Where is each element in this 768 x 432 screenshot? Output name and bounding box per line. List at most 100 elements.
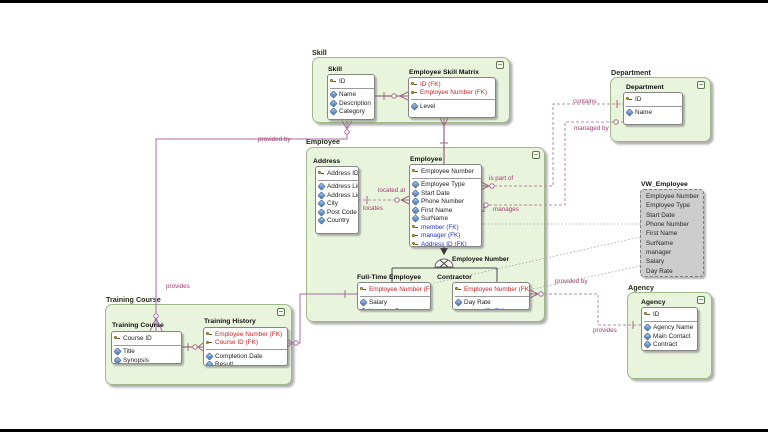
diamond-icon [318,216,326,225]
container-department[interactable] [610,77,711,142]
attribute-row: ID (FK) [411,80,495,89]
attribute-label: Employee Number (FK) [464,285,529,293]
collapse-button[interactable]: − [697,80,705,89]
relationship-label: manages [493,206,519,213]
entity-title: Department [626,84,664,91]
relationship-label: locates [363,205,383,212]
entity-agency[interactable]: ID Agency Name Main Contact Contract [641,307,698,351]
entity-employee-skill-matrix[interactable]: ID (FK) Employee Number (FK) Level [408,77,496,118]
entity-title: Full-Time Employee [357,274,422,281]
container-label-agency: Agency [628,283,654,292]
attribute-row: Level [411,102,495,111]
relationship-label: is part of [489,175,514,182]
view-column-label: SurName [646,239,673,247]
attribute-label: Day Rate [464,299,491,307]
attribute-row: manager (FK) [412,232,481,241]
attribute-row: Title [114,347,181,357]
diamond-icon [644,323,652,332]
attribute-row: agencyID (FK) [455,307,529,309]
attribute-label: Employee Number [421,167,474,175]
view-column-label: Employee Number [646,193,699,201]
attribute-label: Level [420,102,436,110]
attribute-row: Employee Number (FK) [360,285,430,294]
collapse-button[interactable]: − [532,150,540,159]
entity-skill[interactable]: ID Name Description Category [327,74,375,120]
attribute-label: Employee Type [421,181,465,189]
attribute-label: SurName [421,215,448,223]
attribute-row: ID [330,77,374,86]
attribute-label: agencyID (FK) [464,308,505,309]
diamond-icon [318,199,326,208]
view-column-label: Salary [646,258,665,266]
entity-title: Employee [410,156,443,163]
view-column-row: Day Rate [644,266,703,275]
attribute-row: Category [330,107,374,117]
entity-department[interactable]: ID Name [623,92,683,125]
entity-full-time-employee[interactable]: Employee Number (FK) Salary Vacation Day… [357,282,431,310]
container-label-employee: Employee [306,137,340,146]
relationship-agency-contractor [530,290,641,329]
attribute-row: Description [330,99,374,108]
attribute-label: Employee Number (FK) [215,330,283,338]
attribute-label: Address Line [327,183,358,191]
attribute-row: Post Code [318,208,358,217]
attribute-label: Salary [369,299,388,307]
key-icon [644,311,651,317]
entity-training-history[interactable]: Employee Number (FK) Course ID (FK) Comp… [203,327,288,366]
attribute-label: Start Date [421,189,450,197]
attribute-row: Name [330,90,374,100]
collapse-button[interactable]: − [277,307,285,316]
view-vw-employee[interactable]: Employee Number Employee Type Start Date… [640,189,704,277]
diamond-icon [412,197,420,206]
collapse-button[interactable]: − [496,60,504,69]
attribute-row: ID [644,310,697,319]
attribute-label: Employee Number (FK) [369,285,430,293]
entity-contractor[interactable]: Employee Number (FK) Day Rate agencyID (… [452,282,530,310]
view-title: VW_Employee [641,181,688,188]
attribute-label: Employee Number (FK) [420,89,488,97]
attribute-row: Employee Number [412,167,481,176]
entity-title: Address [313,158,341,165]
container-label-skill: Skill [312,48,327,57]
key-icon [626,96,633,102]
attribute-label: ID [339,77,346,85]
diamond-icon [411,102,419,111]
container-label-department: Department [611,68,651,77]
entity-address[interactable]: Address ID Address Line Address Line Cit… [315,166,359,234]
collapse-button[interactable]: − [697,295,705,304]
attribute-row: Country [318,216,358,226]
attribute-row: Address ID (FK) [412,240,481,246]
attribute-row: Name [626,108,682,118]
view-column-row: Employee Type [644,201,703,210]
attribute-row: Start Date [412,189,481,198]
view-column-row: First Name [644,229,703,238]
view-column-label: Start Date [646,211,675,219]
view-column-row: Phone Number [644,220,703,229]
view-column-row: Start Date [644,211,703,220]
attribute-label: ID [635,95,642,103]
view-column-row: SurName [644,238,703,247]
relationship-label: provided by [555,278,588,285]
attribute-label: Main Contact [653,332,691,340]
attribute-row: Day Rate [455,298,529,308]
attribute-label: member (FK) [421,223,459,231]
attribute-label: Course ID (FK) [215,339,258,347]
attribute-row: Vacation Days [360,307,430,309]
view-column-row: Employee Number [644,192,703,201]
attribute-label: Course ID [123,334,152,342]
key-icon [455,286,462,292]
attribute-row: member (FK) [412,223,481,232]
entity-title: Training Course [112,322,164,329]
key-icon [412,168,419,174]
relationship-label: managed by [574,125,609,132]
attribute-row: Course ID [114,334,181,343]
diamond-icon [114,347,122,356]
view-column-label: Employee Type [646,202,690,210]
attribute-row: ID [626,95,682,104]
entity-training-course[interactable]: Course ID Title Synopsis [111,331,182,364]
pk-section: Employee Number (FK) Course ID (FK) [206,329,287,350]
key-icon [206,340,213,346]
attribute-row: Salary [360,298,430,308]
entity-employee[interactable]: Employee Number Employee Type Start Date… [409,164,482,247]
diamond-icon [412,214,420,223]
